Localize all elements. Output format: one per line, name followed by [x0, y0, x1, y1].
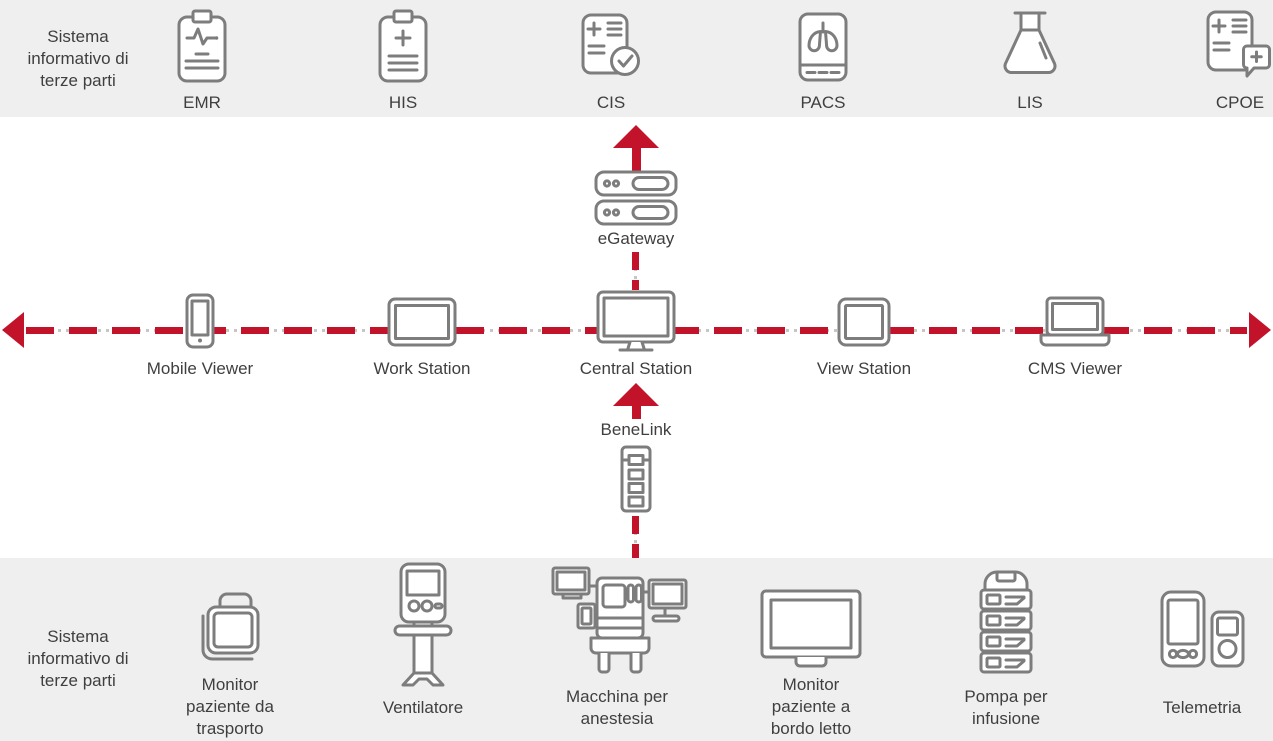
- device-label: Work Station: [373, 359, 471, 378]
- device-mobile-viewer: Mobile Viewer: [115, 288, 285, 380]
- benelink-connector: [632, 516, 639, 558]
- bottom-band-title: Sistema informativo di terze parti: [27, 627, 129, 690]
- server-stack-icon: [594, 170, 678, 226]
- desktop-monitor-icon: [595, 288, 677, 356]
- system-label: EMR: [183, 93, 221, 112]
- benelink-up-arrow-icon: [613, 383, 659, 406]
- tablet-lungs-icon: [795, 6, 851, 88]
- system-his: HIS: [333, 6, 473, 114]
- clipboard-plus-icon: [371, 6, 435, 88]
- device-central-station: Central Station: [551, 288, 721, 380]
- document-check-icon: [578, 6, 644, 88]
- device-work-station: Work Station: [337, 288, 507, 380]
- device-cms-viewer: CMS Viewer: [990, 288, 1160, 380]
- system-label: LIS: [1017, 93, 1043, 112]
- bottom-device-label: Monitor paziente a bordo letto: [770, 675, 852, 738]
- system-lis: LIS: [960, 6, 1100, 114]
- bottom-device-label: Ventilatore: [382, 698, 464, 717]
- bedside-monitor-icon: [759, 588, 863, 674]
- system-cpoe: CPOE: [1170, 6, 1273, 114]
- transport-monitor-icon: [190, 586, 270, 674]
- bottom-device-label: Pompa per infusione: [964, 687, 1048, 728]
- document-comment-plus-icon: [1205, 6, 1273, 88]
- device-view-station: View Station: [779, 288, 949, 380]
- lab-flask-icon: [994, 6, 1066, 88]
- system-label: HIS: [388, 93, 418, 112]
- clipboard-ecg-icon: [170, 6, 234, 88]
- system-pacs: PACS: [753, 6, 893, 114]
- smartphone-icon: [180, 288, 220, 356]
- ventilator-icon: [381, 561, 465, 689]
- device-label: CMS Viewer: [1027, 359, 1123, 378]
- network-line-right-arrow-icon: [1249, 312, 1271, 348]
- tablet-icon: [386, 288, 458, 356]
- gateway-label: eGateway: [597, 229, 675, 248]
- system-emr: EMR: [132, 6, 272, 114]
- system-label: CPOE: [1215, 93, 1265, 112]
- system-label: PACS: [800, 93, 846, 112]
- benelink-label: BeneLink: [600, 420, 672, 439]
- bottom-device-label: Telemetria: [1162, 698, 1242, 717]
- bottom-device-label: Monitor paziente da trasporto: [186, 675, 274, 738]
- top-band-title: Sistema informativo di terze parti: [27, 27, 129, 90]
- infusion-pump-icon: [964, 566, 1048, 678]
- system-label: CIS: [596, 93, 626, 112]
- anesthesia-machine-icon: [549, 562, 689, 684]
- device-label: View Station: [816, 359, 912, 378]
- device-label: Central Station: [579, 359, 693, 378]
- parameter-module-icon: [612, 444, 660, 514]
- device-label: Mobile Viewer: [146, 359, 254, 378]
- system-cis: CIS: [541, 6, 681, 114]
- panel-display-icon: [836, 288, 892, 356]
- laptop-icon: [1036, 288, 1114, 356]
- gateway-up-arrow-icon: [613, 125, 659, 148]
- benelink-up-arrow-shaft: [632, 405, 641, 419]
- bottom-device-label: Macchina per anestesia: [565, 687, 669, 728]
- network-line-left-arrow-icon: [2, 312, 24, 348]
- telemetry-icon: [1150, 588, 1254, 680]
- gateway-up-arrow-shaft: [632, 147, 641, 172]
- gateway-connector: [632, 252, 639, 290]
